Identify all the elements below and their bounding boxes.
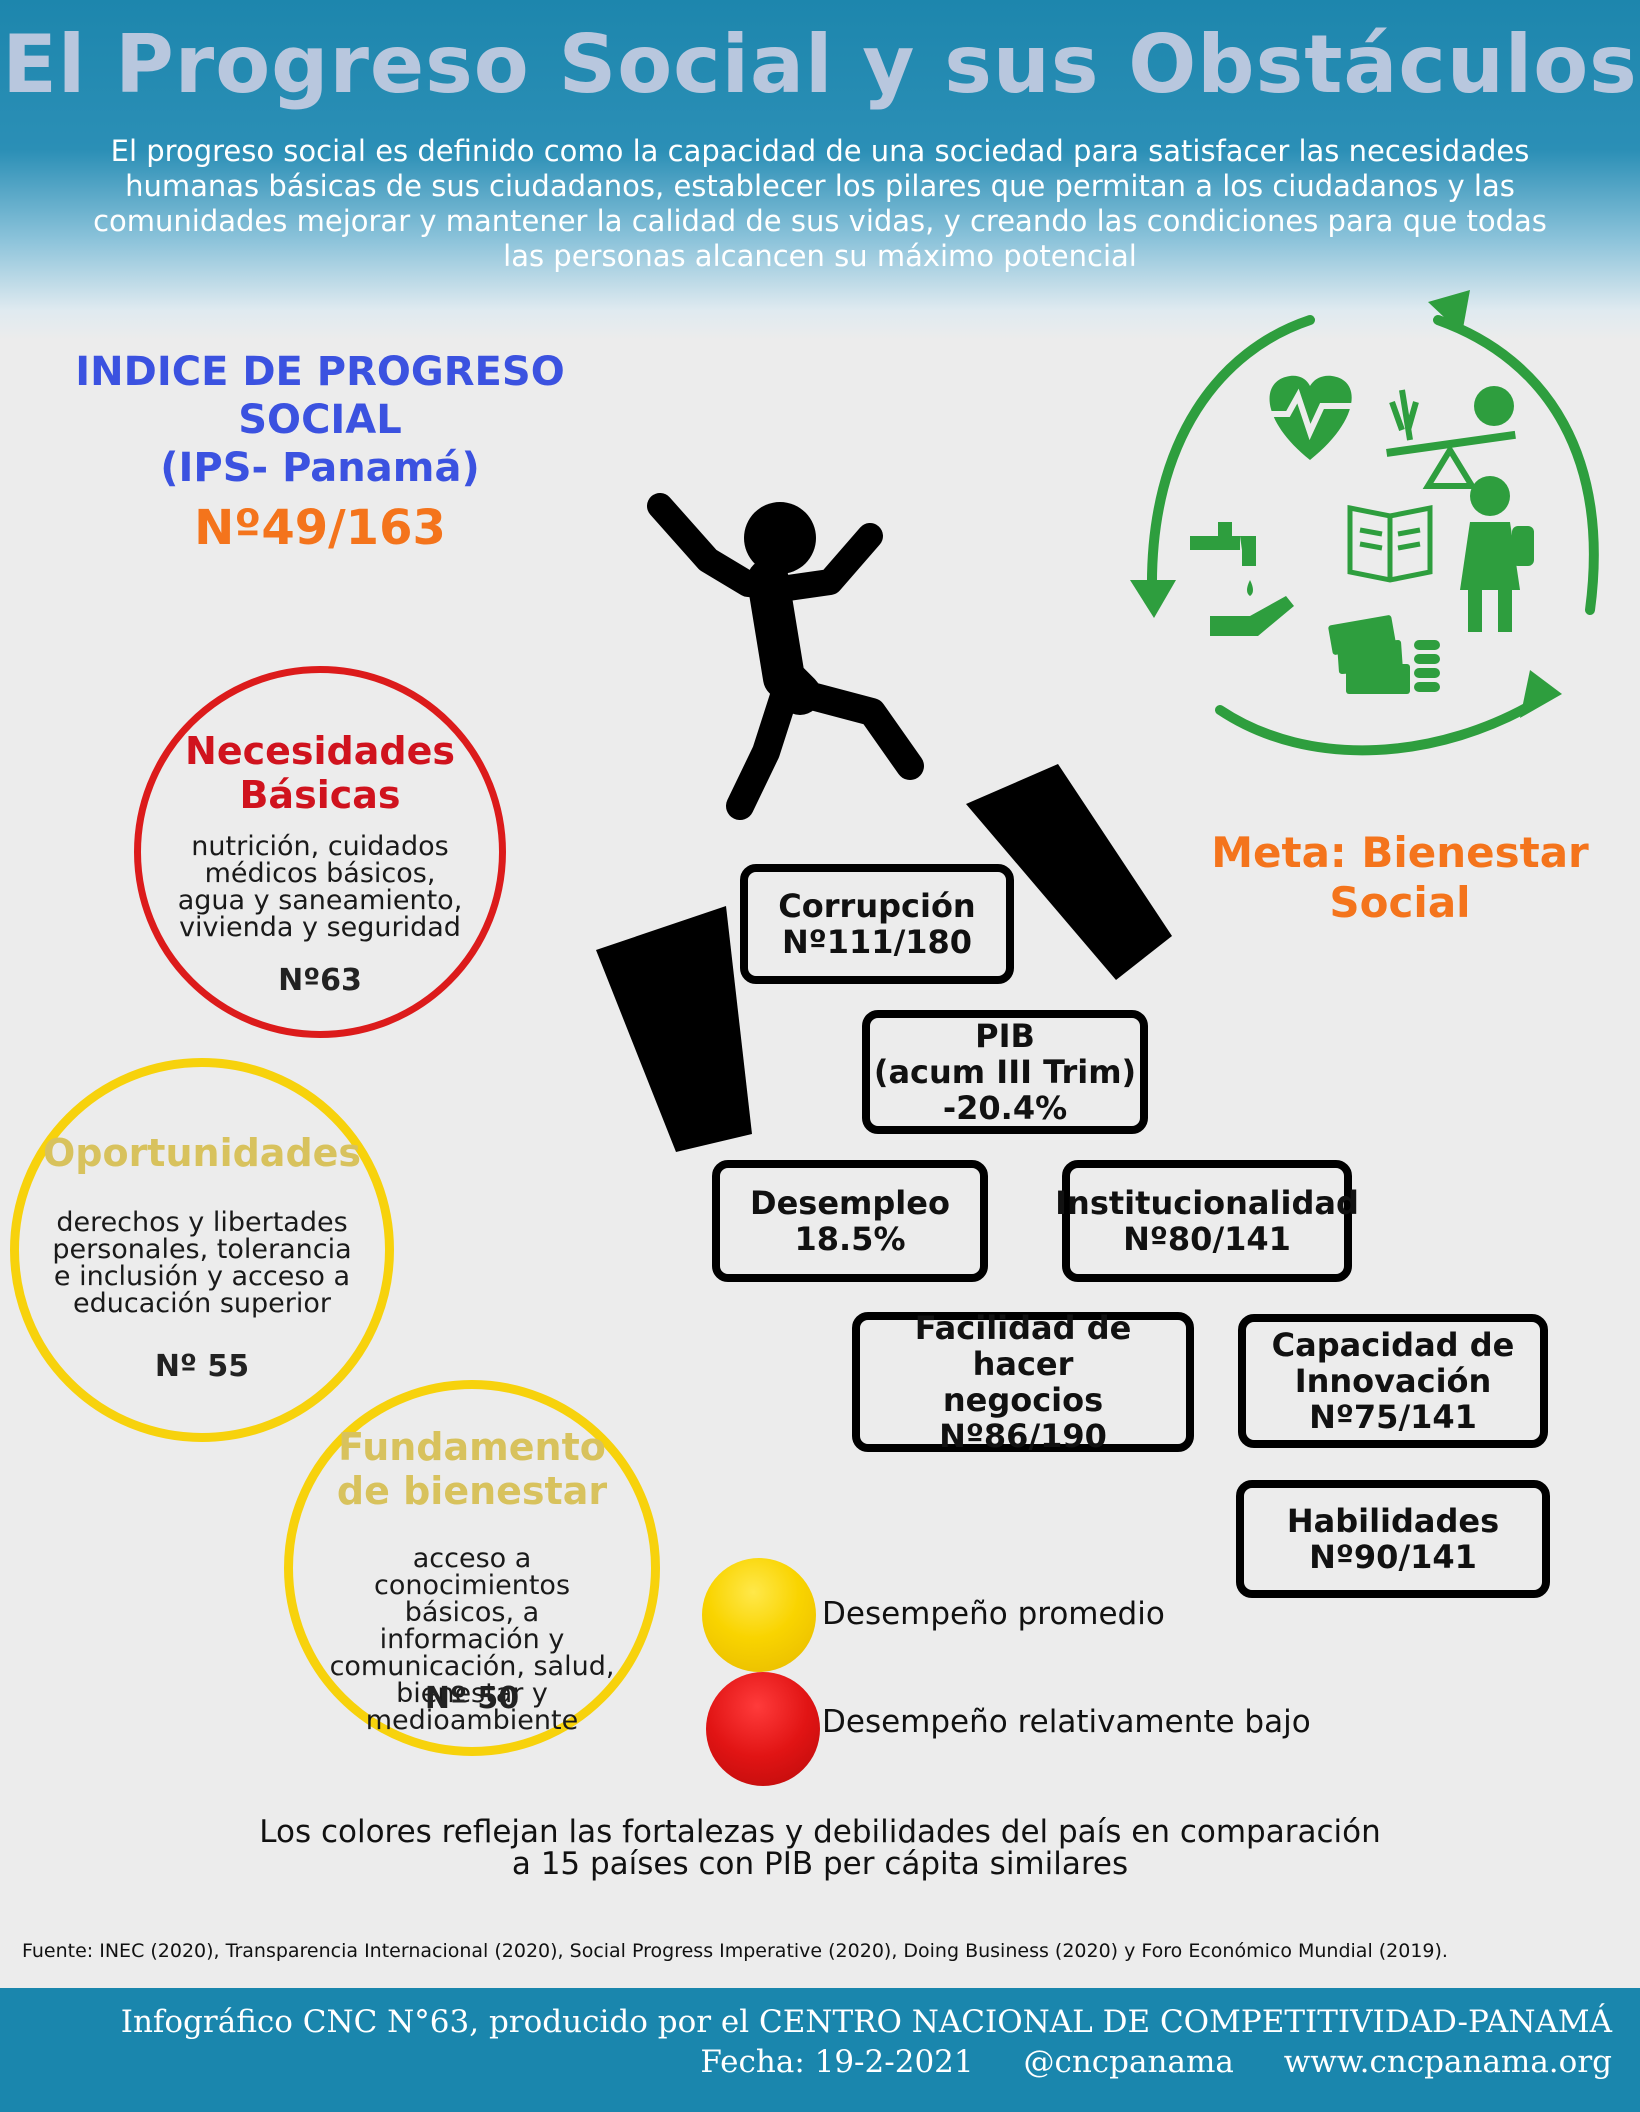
obstacle-block-right bbox=[966, 764, 1172, 980]
dimension-rank: Nº 50 bbox=[424, 1681, 520, 1716]
footer-date: Fecha: 19-2-2021 bbox=[700, 2044, 974, 2080]
dimension-description: nutrición, cuidados médicos básicos, agu… bbox=[177, 831, 463, 943]
dimension-title-line2: de bienestar bbox=[336, 1469, 608, 1513]
header-banner bbox=[0, 0, 1640, 340]
sources-text: Fuente: INEC (2020), Transparencia Inter… bbox=[22, 1940, 1448, 1962]
obstacle-gdp: PIB (acum III Trim) -20.4% bbox=[862, 1010, 1148, 1134]
obstacle-label-2: Innovación bbox=[1294, 1362, 1492, 1400]
obstacle-value: Nº75/141 bbox=[1309, 1398, 1477, 1436]
dimension-description: derechos y libertades personales, tolera… bbox=[52, 1207, 352, 1319]
footer-banner: Infográfico CNC N°63, producido por el C… bbox=[0, 1988, 1640, 2112]
footer-website[interactable]: www.cncpanama.org bbox=[1283, 2044, 1612, 2080]
dimension-title: Oportunidades bbox=[42, 1131, 362, 1175]
ips-heading: INDICE DE PROGRESO SOCIAL (IPS- Panamá) bbox=[20, 348, 620, 492]
obstacle-value: 18.5% bbox=[794, 1220, 906, 1258]
faucet-hand-icon bbox=[1190, 522, 1294, 636]
dimension-title-line2: Básicas bbox=[239, 773, 401, 817]
color-note: Los colores reflejan las fortalezas y de… bbox=[0, 1816, 1640, 1880]
obstacle-label: Desempleo bbox=[750, 1184, 950, 1222]
footer-meta: Fecha: 19-2-2021 @cncpanama www.cncpanam… bbox=[660, 2044, 1612, 2080]
page-title: El Progreso Social y sus Obstáculos bbox=[2, 18, 1638, 111]
cycle-arrow-left bbox=[1146, 315, 1315, 595]
open-book-icon bbox=[1347, 504, 1433, 583]
cycle-arrowhead-bottom bbox=[1520, 670, 1562, 718]
obstacle-sublabel: (acum III Trim) bbox=[873, 1053, 1137, 1091]
footer-handle[interactable]: @cncpanama bbox=[1023, 2044, 1234, 2080]
cycle-arrowhead-left bbox=[1130, 580, 1176, 618]
money-icon bbox=[1328, 615, 1440, 694]
obstacle-value: Nº86/190 bbox=[939, 1417, 1107, 1455]
obstacle-value: Nº90/141 bbox=[1309, 1538, 1477, 1576]
obstacle-label: Institucionalidad bbox=[1055, 1184, 1359, 1222]
ips-rank: Nº49/163 bbox=[194, 500, 446, 556]
cycle-arrowhead-top bbox=[1428, 290, 1470, 334]
obstacle-value: Nº80/141 bbox=[1123, 1220, 1291, 1258]
legend-low-label: Desempeño relativamente bajo bbox=[822, 1704, 1311, 1740]
color-note-line2: a 15 países con PIB per cápita similares bbox=[511, 1846, 1129, 1882]
dimension-basic-needs: Necesidades Básicas nutrición, cuidados … bbox=[134, 666, 506, 1038]
dimension-title: Necesidades Básicas bbox=[141, 729, 499, 817]
dimension-rank: Nº 55 bbox=[154, 1349, 250, 1384]
cycle-arrow-bottom bbox=[1215, 695, 1545, 756]
obstacle-corruption: Corrupción Nº111/180 bbox=[740, 864, 1014, 984]
obstacle-label: Facilidad de hacer bbox=[914, 1309, 1132, 1383]
legend-average-label: Desempeño promedio bbox=[822, 1596, 1165, 1632]
student-icon bbox=[1460, 476, 1534, 632]
dimension-rank: Nº63 bbox=[278, 963, 362, 998]
jumping-person-illustration bbox=[596, 493, 1172, 1152]
cycle-arrow-right bbox=[1433, 315, 1599, 615]
intro-text: El progreso social es definido como la c… bbox=[93, 134, 1547, 273]
heart-pulse-icon bbox=[1260, 375, 1360, 460]
dimension-wellbeing-foundations: Fundamento de bienestar acceso a conocim… bbox=[284, 1380, 660, 1756]
footer-credit: Infográfico CNC N°63, producido por el C… bbox=[120, 2004, 1612, 2040]
obstacle-skills: Habilidades Nº90/141 bbox=[1236, 1480, 1550, 1598]
ips-heading-line1: INDICE DE PROGRESO SOCIAL bbox=[75, 349, 565, 443]
wellbeing-cycle-illustration bbox=[1130, 290, 1599, 756]
obstacle-label: PIB bbox=[975, 1017, 1035, 1055]
obstacle-label-2: negocios bbox=[942, 1381, 1104, 1419]
dimension-description: acceso a conocimientos básicos, a inform… bbox=[329, 1543, 615, 1736]
color-note-line1: Los colores reflejan las fortalezas y de… bbox=[259, 1814, 1381, 1850]
obstacle-innovation: Capacidad de Innovación Nº75/141 bbox=[1238, 1314, 1548, 1448]
goal-label-line2: Social bbox=[1329, 878, 1471, 927]
goal-label: Meta: Bienestar Social bbox=[1190, 828, 1610, 928]
obstacle-label: Capacidad de bbox=[1271, 1326, 1515, 1364]
dimension-title-line1: Fundamento bbox=[338, 1425, 606, 1469]
dimension-opportunities: Oportunidades derechos y libertades pers… bbox=[10, 1058, 394, 1442]
obstacle-ease-of-business: Facilidad de hacer negocios Nº86/190 bbox=[852, 1309, 1194, 1455]
obstacle-label: Corrupción bbox=[778, 887, 976, 925]
obstacle-value: -20.4% bbox=[942, 1089, 1068, 1127]
obstacle-block-left bbox=[596, 906, 752, 1152]
legend-yellow-dot bbox=[702, 1558, 816, 1672]
obstacle-label: Habilidades bbox=[1286, 1502, 1500, 1540]
ips-heading-line2: (IPS- Panamá) bbox=[160, 445, 480, 491]
obstacle-unemployment: Desempleo 18.5% bbox=[712, 1160, 988, 1282]
dimension-title-line1: Necesidades bbox=[185, 729, 455, 773]
obstacle-value: Nº111/180 bbox=[781, 923, 973, 961]
legend-red-dot bbox=[706, 1672, 820, 1786]
balance-scale-icon bbox=[1386, 386, 1516, 489]
jumping-person-icon bbox=[647, 493, 924, 820]
dimension-title: Fundamento de bienestar bbox=[293, 1425, 651, 1513]
obstacle-institutionality: Institucionalidad Nº80/141 bbox=[1055, 1160, 1359, 1282]
goal-label-line1: Meta: Bienestar bbox=[1211, 828, 1589, 877]
